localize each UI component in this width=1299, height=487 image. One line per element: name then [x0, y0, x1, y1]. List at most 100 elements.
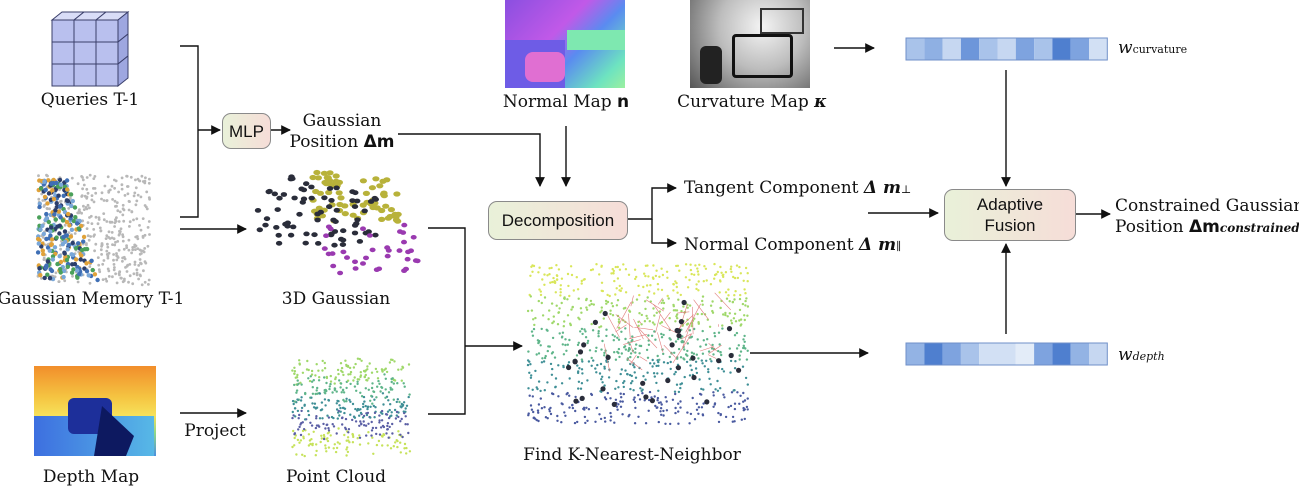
memory-point — [97, 218, 101, 221]
knn-point — [702, 388, 705, 391]
weight-cell — [960, 38, 980, 60]
gaussian-dark — [372, 232, 379, 238]
knn-label: Find K-Nearest-Neighbor — [523, 445, 741, 465]
memory-point — [132, 272, 136, 276]
weight-cell — [1015, 343, 1035, 365]
gaussian-purple — [325, 224, 332, 230]
knn-point — [698, 263, 701, 266]
memory-point — [93, 249, 96, 253]
memory-gaussian — [55, 224, 60, 229]
knn-point — [541, 278, 544, 281]
memory-gaussian — [65, 247, 70, 252]
cloud-point — [363, 375, 366, 379]
knn-point — [558, 307, 561, 310]
memory-gaussian — [61, 193, 66, 198]
knn-point — [644, 378, 647, 381]
cloud-point — [376, 385, 379, 388]
cloud-point — [298, 413, 301, 417]
gaussian-dark — [291, 195, 298, 201]
cloud-point — [324, 444, 327, 447]
cloud-point — [337, 409, 340, 413]
cloud-point — [335, 402, 338, 405]
knn-point — [576, 364, 579, 367]
knn-point — [701, 362, 704, 365]
memory-point — [80, 211, 83, 215]
memory-point — [112, 237, 116, 241]
cloud-point — [311, 442, 314, 445]
cloud-point — [367, 431, 370, 434]
knn-point — [633, 371, 636, 374]
knn-gaussian — [572, 358, 578, 364]
weight-cell — [1034, 343, 1053, 365]
knn-point — [721, 327, 724, 330]
knn-point — [732, 317, 736, 320]
memory-point — [141, 236, 145, 239]
memory-point — [130, 210, 134, 214]
knn-point — [565, 393, 568, 396]
knn-point — [595, 406, 598, 410]
knn-edge — [661, 325, 678, 334]
knn-point — [690, 321, 694, 325]
knn-point — [665, 400, 668, 403]
cloud-point — [294, 415, 297, 418]
knn-edge — [685, 303, 701, 333]
knn-point — [563, 320, 566, 323]
knn-point — [633, 400, 637, 404]
knn-point — [603, 367, 606, 370]
knn-point — [655, 311, 658, 314]
cloud-point — [301, 421, 304, 424]
memory-point — [111, 243, 114, 247]
knn-point — [534, 369, 537, 373]
cloud-point — [334, 376, 337, 379]
knn-point — [701, 303, 704, 306]
knn-point — [734, 360, 737, 363]
memory-point — [102, 218, 106, 222]
knn-point — [555, 274, 559, 277]
memory-point — [115, 201, 119, 205]
gaussian-dark — [271, 191, 278, 197]
cloud-point — [320, 401, 324, 404]
memory-point — [118, 230, 122, 234]
knn-point — [629, 387, 632, 391]
gaussian-dark — [354, 198, 361, 204]
cloud-point — [323, 376, 326, 379]
knn-point — [588, 349, 592, 352]
knn-point — [537, 411, 540, 414]
knn-point — [614, 398, 618, 401]
knn-point — [677, 298, 680, 301]
knn-point — [526, 363, 530, 367]
knn-gaussian — [726, 326, 733, 332]
knn-point — [726, 315, 729, 318]
knn-point — [727, 405, 730, 409]
memory-gaussian — [64, 198, 70, 203]
memory-point — [106, 267, 110, 271]
knn-point — [722, 275, 725, 279]
knn-point — [656, 396, 660, 400]
weight-cell — [942, 343, 961, 365]
gaussian-dark — [356, 239, 364, 244]
cloud-point — [329, 374, 332, 378]
knn-point — [616, 299, 620, 302]
knn-gaussian — [676, 333, 682, 339]
memory-point — [105, 234, 109, 238]
memory-point — [120, 187, 124, 191]
knn-point — [724, 291, 728, 294]
knn-point — [552, 276, 555, 280]
knn-point — [700, 406, 704, 409]
cloud-point — [335, 408, 339, 411]
cloud-point — [345, 386, 348, 390]
gaussian-dark — [276, 195, 283, 201]
knn-point — [639, 344, 643, 348]
memory-gaussian — [46, 219, 51, 225]
knn-point — [672, 283, 675, 286]
cloud-point — [331, 391, 334, 394]
knn-point — [614, 265, 617, 269]
tangent-subscript: ⊥ — [901, 183, 912, 196]
knn-point — [595, 371, 598, 374]
knn-gaussian — [600, 386, 606, 392]
knn-point — [659, 410, 662, 413]
cloud-point — [323, 389, 326, 392]
knn-point — [557, 395, 560, 398]
weight-bar-frame — [905, 37, 1108, 61]
knn-point — [730, 265, 733, 268]
